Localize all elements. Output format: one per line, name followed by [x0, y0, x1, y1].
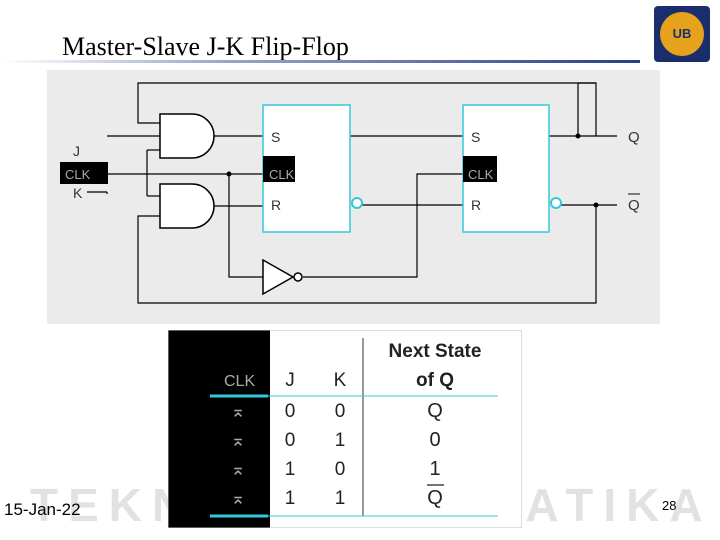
logo-emblem-icon: UB: [660, 12, 704, 56]
cell-k: 0: [335, 401, 346, 422]
inverter-out-wire: [303, 173, 463, 278]
circuit-svg: J CLK K S CLK R S CLK R Q Q: [60, 82, 640, 304]
header-k: K: [334, 370, 347, 391]
inverter-in-wire: [228, 174, 263, 278]
clk-edge-icon: ⌅: [230, 488, 245, 508]
inverter-gate: [262, 258, 295, 296]
and-gate-bottom: [159, 183, 215, 229]
cell-next: Q: [427, 400, 443, 422]
label-q-bar: Q: [628, 197, 640, 214]
inverter-bubble: [293, 272, 303, 282]
page-number: 28: [662, 498, 677, 513]
cell-k: 0: [335, 459, 346, 480]
header-next-state-1: Next State: [389, 341, 482, 362]
label-k: K: [73, 185, 83, 201]
clk-edge-icon: ⌅: [230, 430, 245, 450]
label-j: J: [73, 143, 80, 159]
master-q-bar-bubble: [351, 197, 363, 209]
slide-date: 15-Jan-22: [4, 500, 81, 519]
cell-next: 0: [429, 429, 440, 451]
cell-j: 0: [285, 401, 296, 422]
table-row: ⌅ 1 0 1: [230, 458, 440, 480]
slave-q-bar-bubble: [550, 197, 562, 209]
truth-table: CLK J K Next State of Q ⌅ 0 0 Q ⌅ 0 1 0 …: [167, 329, 523, 529]
feedback-wire-top: [137, 82, 597, 136]
master-label-s: S: [271, 129, 280, 145]
junction-dot: [575, 133, 581, 139]
slave-label-r: R: [471, 197, 481, 213]
slide-title: Master-Slave J-K Flip-Flop: [62, 32, 349, 61]
slave-label-clk: CLK: [468, 167, 494, 182]
header-next-state-2: of Q: [416, 370, 454, 391]
clk-edge-icon: ⌅: [230, 459, 245, 479]
master-clk-box: [263, 156, 295, 182]
cell-k: 1: [335, 430, 346, 451]
and-gate-top: [159, 113, 215, 159]
master-label-r: R: [271, 197, 281, 213]
truth-table-svg: CLK J K Next State of Q ⌅ 0 0 Q ⌅ 0 1 0 …: [167, 329, 523, 529]
junction-dot: [226, 171, 232, 177]
slave-label-s: S: [471, 129, 480, 145]
feedback-wire-bottom: [137, 205, 597, 304]
label-clk: CLK: [65, 167, 91, 182]
cell-next: 1: [429, 458, 440, 480]
table-row: ⌅ 1 1 Q: [230, 484, 444, 509]
label-q: Q: [628, 129, 640, 146]
cell-k: 1: [335, 488, 346, 509]
input-clk-box: [60, 162, 108, 184]
clk-edge-icon: ⌅: [230, 401, 245, 421]
slave-clk-box: [463, 156, 497, 182]
cell-j: 0: [285, 430, 296, 451]
cell-j: 1: [285, 488, 296, 509]
circuit-diagram: J CLK K S CLK R S CLK R Q Q: [47, 70, 660, 324]
cell-next: Q: [427, 487, 443, 509]
header-j: J: [285, 370, 295, 391]
cell-j: 1: [285, 459, 296, 480]
title-divider: [0, 60, 640, 63]
logo-lettering: UB: [672, 26, 692, 41]
table-row: ⌅ 0 1 0: [230, 429, 440, 451]
junction-dot: [593, 202, 599, 208]
clk-column-bg: [168, 330, 270, 528]
header-clk: CLK: [224, 373, 255, 390]
university-logo: UB: [654, 6, 710, 62]
master-label-clk: CLK: [269, 167, 295, 182]
table-row: ⌅ 0 0 Q: [230, 400, 442, 422]
